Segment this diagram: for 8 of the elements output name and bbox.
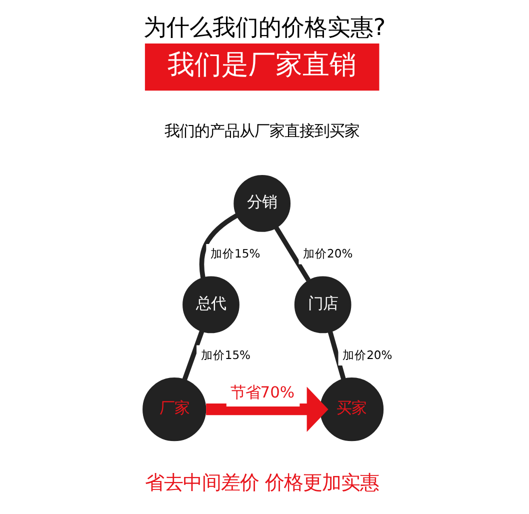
- edge-label: 节省70%: [230, 384, 295, 402]
- diagram-title: 为什么我们的价格实惠?: [143, 14, 386, 41]
- edge-label: 加价20%: [303, 246, 353, 261]
- label: 省去中间差价 价格更加实惠: [145, 470, 380, 494]
- label: 我们的产品从厂家直接到买家: [164, 122, 360, 140]
- edge-label: 加价15%: [210, 246, 260, 261]
- edge-label: 加价20%: [342, 348, 392, 362]
- edge-label: 加价15%: [200, 348, 251, 362]
